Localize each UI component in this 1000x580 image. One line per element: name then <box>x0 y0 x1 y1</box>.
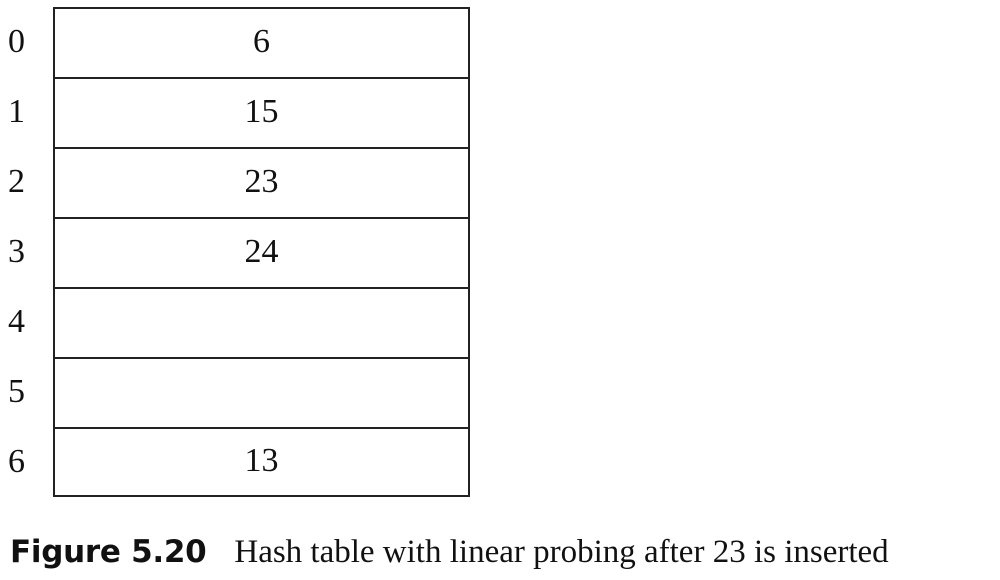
figure-caption-text: Hash table with linear probing after 23 … <box>234 534 889 570</box>
table-slot <box>53 287 470 357</box>
table-slot: 13 <box>53 427 470 497</box>
table-row: 3 24 <box>0 217 480 287</box>
figure-caption: Figure 5.20 Hash table with linear probi… <box>10 530 889 574</box>
table-row: 6 13 <box>0 427 480 497</box>
index-label: 6 <box>8 443 25 480</box>
table-row: 1 15 <box>0 77 480 147</box>
hash-table: 0 6 1 15 2 23 3 24 4 5 6 13 <box>0 7 480 497</box>
index-label: 0 <box>8 23 25 60</box>
table-row: 0 6 <box>0 7 480 77</box>
figure-label: Figure 5.20 <box>10 534 207 570</box>
table-slot: 23 <box>53 147 470 217</box>
table-row: 5 <box>0 357 480 427</box>
index-label: 2 <box>8 163 25 200</box>
table-slot: 24 <box>53 217 470 287</box>
table-row: 4 <box>0 287 480 357</box>
table-row: 2 23 <box>0 147 480 217</box>
table-slot: 15 <box>53 77 470 147</box>
index-label: 5 <box>8 373 25 410</box>
table-slot <box>53 357 470 427</box>
index-label: 1 <box>8 93 25 130</box>
index-label: 3 <box>8 233 25 270</box>
table-slot: 6 <box>53 7 470 77</box>
index-label: 4 <box>8 303 25 340</box>
